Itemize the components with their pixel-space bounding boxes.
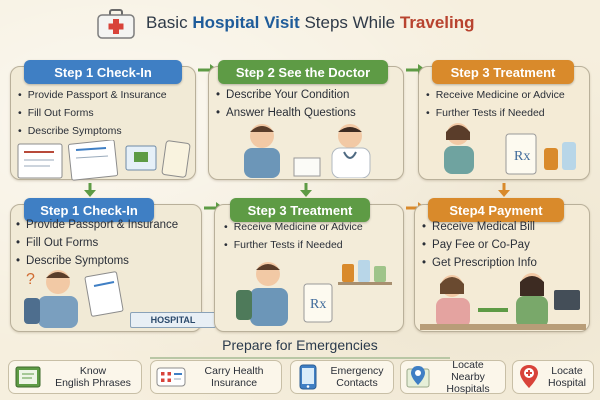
svg-text:Rx: Rx — [310, 297, 326, 312]
header: Basic Hospital Visit Steps While Traveli… — [0, 0, 600, 48]
svg-text:Rx: Rx — [514, 149, 530, 164]
list-item: Describe Symptoms — [18, 122, 167, 140]
list-item: Answer Health Questions — [216, 104, 356, 122]
step-list: Receive Medical Bill Pay Fee or Co-Pay G… — [422, 218, 537, 272]
list-item: Describe Symptoms — [16, 252, 178, 270]
list-item: Fill Out Forms — [16, 234, 178, 252]
list-item: Fill Out Forms — [18, 104, 167, 122]
list-item: Receive Medical Bill — [422, 218, 537, 236]
list-item: Provide Passport & Insurance — [18, 86, 167, 104]
emergency-item-nearby-hospitals: Locate Nearby Hospitals — [400, 359, 506, 395]
emergency-item-contacts: Emergency Contacts — [290, 360, 394, 394]
list-item: Get Prescription Info — [422, 254, 537, 272]
svg-text:?: ? — [26, 271, 35, 288]
forms-illustration — [17, 140, 191, 181]
step-list: Provide Passport & Insurance Fill Out Fo… — [18, 86, 167, 140]
step-list: Provide Passport & Insurance Fill Out Fo… — [16, 216, 178, 270]
list-item: Receive Medicine or Advice — [224, 218, 363, 236]
medicine-receiving-illustration: Rx — [236, 260, 392, 326]
step-list: Receive Medicine or Advice Further Tests… — [224, 218, 363, 254]
list-item: Pay Fee or Co-Pay — [422, 236, 537, 254]
hospital-pin-icon — [520, 365, 538, 388]
phone-icon — [299, 364, 317, 390]
arrow-down-icon — [498, 183, 510, 197]
arrow-down-icon — [300, 183, 312, 197]
emergencies-heading: Prepare for Emergencies — [150, 337, 450, 359]
list-item: Further Tests if Needed — [426, 104, 565, 122]
step-list: Receive Medicine or Advice Further Tests… — [426, 86, 565, 122]
arrow-down-icon — [84, 183, 96, 197]
step-badge: Step 1 Check-In — [24, 60, 182, 84]
map-pin-icon — [406, 366, 430, 388]
doctor-consultation-illustration — [244, 124, 371, 178]
list-item: Provide Passport & Insurance — [16, 216, 178, 234]
page-title: Basic Hospital Visit Steps While Traveli… — [146, 13, 475, 32]
step-badge: Step 2 See the Doctor — [218, 60, 388, 84]
step-badge: Step 3 Treatment — [432, 60, 574, 84]
traveler-with-forms-illustration: ? — [24, 270, 124, 328]
emergency-item-locate-hospital: Locate Hospital — [512, 360, 594, 394]
list-item: Describe Your Condition — [216, 86, 356, 104]
hospital-sign: HOSPITAL — [130, 312, 216, 328]
payment-desk-illustration — [420, 273, 586, 330]
emergency-item-insurance: Carry Health Insurance — [150, 360, 282, 394]
first-aid-kit-icon — [97, 9, 135, 39]
list-item: Further Tests if Needed — [224, 236, 363, 254]
pharmacy-illustration: Rx — [444, 123, 576, 175]
emergency-item-phrases: Know English Phrases — [8, 360, 142, 394]
step-list: Describe Your Condition Answer Health Qu… — [216, 86, 356, 122]
insurance-card-icon — [156, 367, 186, 387]
phrasebook-icon — [15, 366, 41, 388]
list-item: Receive Medicine or Advice — [426, 86, 565, 104]
